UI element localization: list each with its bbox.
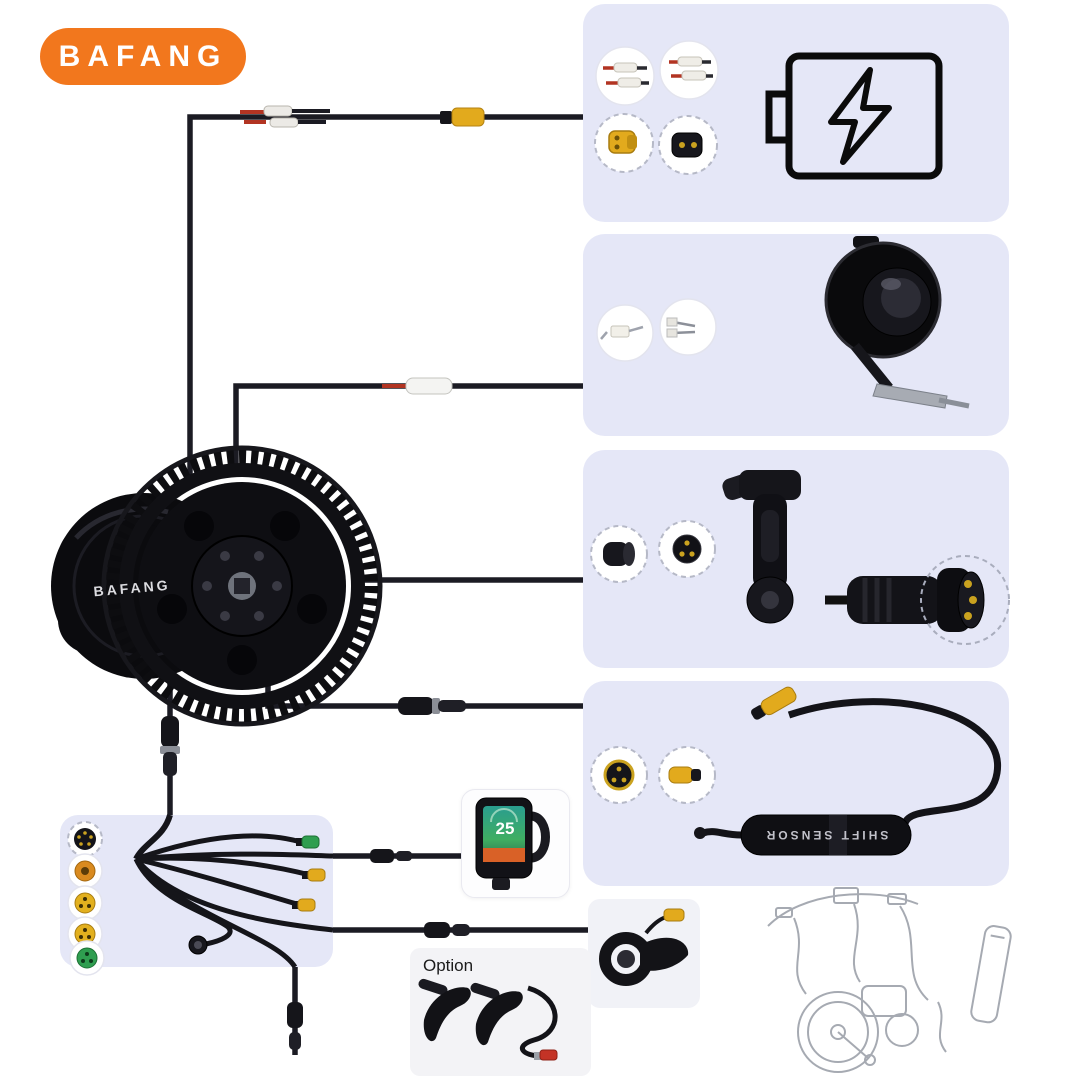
battery-connector-inset-1 — [595, 46, 655, 106]
option-panel: Option — [410, 948, 591, 1076]
battery-connector-inset-xt60 — [594, 113, 654, 173]
light-connector-inset-2 — [659, 298, 717, 356]
gear-connector-inset-1 — [590, 525, 648, 583]
light-wire-connector — [382, 377, 453, 395]
gear-sensor-panel — [583, 450, 1010, 668]
headlight-panel — [583, 234, 1009, 436]
brand-logo: BAFANG — [40, 28, 246, 85]
battery-connector-inset-2 — [659, 40, 719, 100]
display-wire-connector — [370, 849, 412, 863]
harness-pin-connector-icon — [67, 821, 103, 857]
lcd-display — [475, 797, 550, 890]
battery-wire — [187, 114, 583, 480]
battery-wire-bullet-connectors — [240, 105, 330, 128]
gear-connector-inset-2 — [658, 520, 716, 578]
display-speed-value: 25 — [495, 819, 515, 838]
thumb-throttle — [599, 908, 689, 986]
shift-sensor-panel: SHIFT SENSOR — [583, 681, 1009, 886]
battery-wire-xt60-connector — [440, 107, 485, 127]
shift-wire-connector — [398, 697, 466, 715]
harness-wire-connector — [160, 716, 180, 776]
option-wire-connector — [287, 1002, 303, 1050]
wire-harness-panel — [60, 814, 334, 976]
mid-drive-motor: BAFANG — [51, 445, 383, 727]
light-connector-inset-1 — [596, 304, 654, 362]
battery-panel — [583, 4, 1009, 222]
shift-sensor-label: SHIFT SENSOR — [764, 828, 889, 842]
brand-logo-text: BAFANG — [58, 39, 228, 73]
gear-sensor — [722, 470, 801, 624]
motor-chainring — [101, 445, 383, 727]
display-panel: 25 — [461, 789, 570, 898]
option-label: Option — [423, 956, 474, 975]
shift-connector-inset-2 — [658, 746, 716, 804]
kit-assembly-sketch — [767, 887, 1012, 1073]
harness-green-connector-icon — [69, 940, 105, 976]
harness-orange-connector-icon — [67, 853, 103, 889]
shift-connector-inset-1 — [590, 746, 648, 804]
motor-brand-label: BAFANG — [93, 577, 171, 600]
throttle-wire-connector — [424, 922, 470, 938]
shift-sensor: SHIFT SENSOR — [694, 686, 1001, 856]
battery-icon — [765, 52, 943, 180]
headlight — [824, 236, 970, 409]
brake-levers — [418, 978, 558, 1061]
light-wire — [233, 383, 583, 470]
throttle-panel — [588, 899, 700, 1008]
battery-connector-inset-xt90 — [658, 115, 718, 175]
main-motor-connector — [825, 555, 1010, 645]
wire-harness-cable — [133, 814, 334, 969]
